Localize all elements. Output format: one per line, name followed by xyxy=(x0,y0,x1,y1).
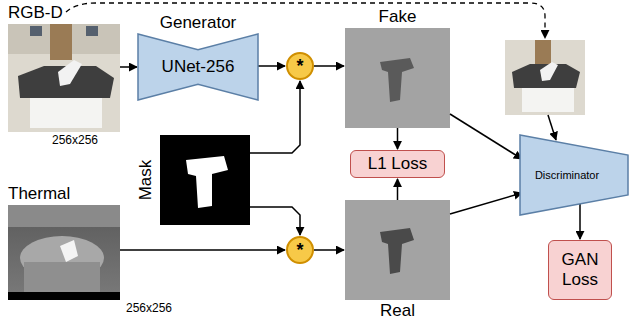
mask-image xyxy=(160,135,250,225)
flow-arrow xyxy=(579,204,581,239)
rgbd-photo xyxy=(8,24,120,132)
image-panel: Real xyxy=(345,200,450,300)
multiply-circle: * xyxy=(286,52,314,80)
generator-block: GeneratorUNet-256 xyxy=(138,34,258,100)
image-panel: Thermal256x256 xyxy=(8,205,120,300)
multiply-circle: * xyxy=(286,236,314,264)
flow-arrow xyxy=(250,207,300,235)
image-panel: Fake xyxy=(345,28,450,128)
flow-arrow xyxy=(450,193,522,214)
node-label: L1 Loss xyxy=(368,154,428,174)
discriminator-block: Discriminator xyxy=(520,135,628,215)
heading-label: Generator xyxy=(160,13,237,33)
node-label: * xyxy=(296,56,303,77)
size-label: 256x256 xyxy=(52,134,98,148)
block-outline xyxy=(520,135,628,215)
heading-label: Real xyxy=(380,301,415,321)
size-label: 256x256 xyxy=(126,302,172,316)
rgbd-thumbnail xyxy=(505,40,585,115)
heading-label: Thermal xyxy=(8,184,70,204)
heading-label: Fake xyxy=(379,7,417,27)
real-image xyxy=(345,200,450,300)
flow-arrow xyxy=(397,128,399,149)
image-panel: Mask xyxy=(160,135,250,225)
copy-dashed-arrow xyxy=(66,3,545,38)
flow-arrow xyxy=(314,249,344,251)
loss-box: GAN Loss xyxy=(548,240,612,300)
flow-arrow xyxy=(258,65,285,67)
block-outline xyxy=(138,34,258,100)
loss-box: L1 Loss xyxy=(350,150,445,178)
fake-image xyxy=(345,28,450,128)
heading-label: RGB-D xyxy=(8,3,63,23)
node-label: UNet-256 xyxy=(162,57,235,77)
flow-arrow xyxy=(120,66,137,68)
flow-arrow xyxy=(314,65,344,67)
heading-label: Mask xyxy=(136,160,156,201)
thermal-photo xyxy=(8,205,120,300)
flow-arrow xyxy=(450,114,522,159)
flow-arrow xyxy=(397,179,399,200)
thumbnail-arrow xyxy=(548,115,556,140)
node-label: Discriminator xyxy=(535,169,599,182)
image-panel: RGB-D256x256 xyxy=(8,24,120,132)
node-label: * xyxy=(296,240,303,261)
node-label: GAN Loss xyxy=(555,250,605,289)
flow-arrow xyxy=(120,249,285,251)
